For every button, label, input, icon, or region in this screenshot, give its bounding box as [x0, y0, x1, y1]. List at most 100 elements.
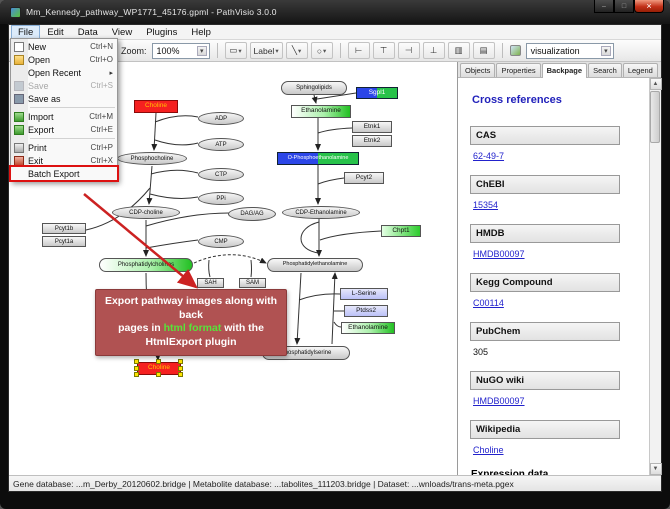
pathway-node-ethanolamine[interactable]: Ethanolamine [291, 105, 351, 118]
align-bottom-button[interactable]: ⊥ [422, 42, 445, 59]
pathway-node-dag-ag[interactable]: DAG/AG [228, 207, 276, 221]
pathway-node-phosphocholine[interactable]: Phosphocholine [117, 152, 187, 165]
export-icon [14, 124, 24, 135]
crossref-link[interactable]: C00114 [473, 298, 504, 308]
menu-item-label: Print [28, 142, 47, 153]
side-panel-scrollbar[interactable]: ▲ ▼ [649, 78, 662, 475]
pathway-node-sphingolipids[interactable]: Sphingolipids [281, 81, 347, 95]
crossref-link[interactable]: HMDB00097 [473, 396, 525, 406]
align-right-icon: ⊣ [404, 45, 413, 55]
pathway-node-chpt1[interactable]: Chpt1 [381, 225, 421, 237]
pathway-node-sgpl1[interactable]: Sgpl1 [356, 87, 398, 99]
menu-edit[interactable]: Edit [47, 27, 64, 38]
app-icon [10, 6, 21, 18]
pathway-node-ctp[interactable]: CTP [198, 168, 244, 181]
file-menu-item-batch-export[interactable]: Batch Export [11, 167, 117, 180]
align-left-button[interactable]: ⊢ [347, 42, 370, 59]
save-as-icon [14, 93, 24, 104]
menu-file[interactable]: File [11, 25, 41, 39]
pathway-node-choline[interactable]: Choline [134, 100, 178, 113]
label-tool-dropdown[interactable]: Label▾ [249, 42, 283, 59]
pathway-node-adp[interactable]: ADP [198, 112, 244, 125]
visualization-value: visualization [530, 45, 580, 56]
scroll-down-icon[interactable]: ▼ [649, 463, 662, 475]
import-icon [14, 111, 24, 122]
selection-handle[interactable] [178, 359, 183, 364]
dropdown-caret-icon: ▾ [238, 47, 242, 55]
crossref-link[interactable]: Choline [473, 445, 504, 455]
close-icon[interactable]: × [634, 0, 664, 13]
pathway-node-ptdss2[interactable]: Ptdss2 [344, 305, 388, 317]
pathway-node-etnk1[interactable]: Etnk1 [352, 121, 392, 133]
tab-search[interactable]: Search [588, 63, 622, 77]
shape-tool-dropdown[interactable]: ○▾ [310, 42, 333, 59]
backpage-section-header: NuGO wiki [470, 371, 620, 390]
selection-handle[interactable] [178, 372, 183, 377]
pathway-node-ppi[interactable]: PPi [198, 192, 244, 205]
annotation-line1: Export pathway images along with back [104, 295, 278, 321]
selection-handle[interactable] [134, 365, 139, 371]
pathway-node-phosphatidylethanolamine[interactable]: Phosphatidylethanolamine [267, 258, 363, 272]
pathway-node-o-phosphoethanolamine[interactable]: O-Phosphoethanolamine [277, 152, 359, 165]
maximize-icon[interactable]: □ [614, 0, 634, 13]
minimize-icon[interactable]: – [594, 0, 614, 13]
menu-help[interactable]: Help [191, 27, 211, 38]
pathway-node-ethanolamine[interactable]: Ethanolamine [341, 322, 395, 334]
tab-legend[interactable]: Legend [622, 63, 658, 77]
file-menu-item-open-recent[interactable]: Open Recent▸ [11, 66, 117, 79]
pathway-node-cdp-choline[interactable]: CDP-choline [112, 206, 180, 219]
crossref-link[interactable]: 62-49-7 [473, 151, 505, 161]
pathway-node-pcyt1b[interactable]: Pcyt1b [42, 223, 86, 234]
pathway-node-sah[interactable]: SAH [197, 278, 224, 288]
selection-handle[interactable] [178, 365, 183, 371]
distribute-horizontal-button[interactable]: ▥ [447, 42, 470, 59]
selection-handle[interactable] [156, 359, 161, 364]
pathway-node-sam[interactable]: SAM [239, 278, 266, 288]
tab-backpage[interactable]: Backpage [541, 63, 588, 78]
visualization-combo[interactable]: visualization ▾ [525, 42, 614, 59]
pathway-node-cmp[interactable]: CMP [198, 235, 244, 248]
distribute-vertical-button[interactable]: ▤ [472, 42, 495, 59]
scroll-up-icon[interactable]: ▲ [649, 78, 662, 90]
line-tool-dropdown[interactable]: ╲▾ [285, 42, 308, 59]
menu-plugins[interactable]: Plugins [146, 27, 178, 38]
menu-view[interactable]: View [111, 27, 133, 38]
pathway-node-cdp-ethanolamine[interactable]: CDP-Ethanolamine [282, 206, 360, 219]
pathway-node-atp[interactable]: ATP [198, 138, 244, 151]
scrollbar-thumb[interactable] [649, 91, 660, 143]
pathway-node-etnk2[interactable]: Etnk2 [352, 135, 392, 147]
scrollbar-track[interactable] [649, 90, 662, 463]
toolbar-align: ⊢⊤ ⊣ ⊥▥▤ [347, 42, 495, 59]
align-right-button[interactable]: ⊣ [397, 42, 420, 59]
datanode-tool-dropdown[interactable]: ▭▾ [224, 42, 247, 59]
menu-separator [30, 107, 115, 108]
pathway-node-l-serine[interactable]: L-Serine [340, 288, 388, 300]
pathway-node-pcyt1a[interactable]: Pcyt1a [42, 236, 86, 247]
selection-handle[interactable] [156, 372, 161, 377]
crossref-link[interactable]: HMDB00097 [473, 249, 525, 259]
selection-handle[interactable] [134, 372, 139, 377]
crossref-value: 305 [473, 347, 489, 357]
selection-handle[interactable] [134, 359, 139, 364]
tab-properties[interactable]: Properties [496, 63, 541, 77]
file-menu-item-save-as[interactable]: Save as [11, 92, 117, 105]
crossref-heading: Cross references [472, 94, 562, 106]
align-top-button[interactable]: ⊤ [372, 42, 395, 59]
pathway-node-pcyt2[interactable]: Pcyt2 [344, 172, 384, 184]
tab-objects[interactable]: Objects [460, 63, 496, 77]
menu-data[interactable]: Data [77, 27, 98, 38]
pathway-node-phosphatidylcholines[interactable]: Phosphatidylcholines [99, 258, 193, 272]
zoom-combo[interactable]: 100% ▾ [151, 42, 210, 59]
crossref-link[interactable]: 15354 [473, 200, 499, 210]
